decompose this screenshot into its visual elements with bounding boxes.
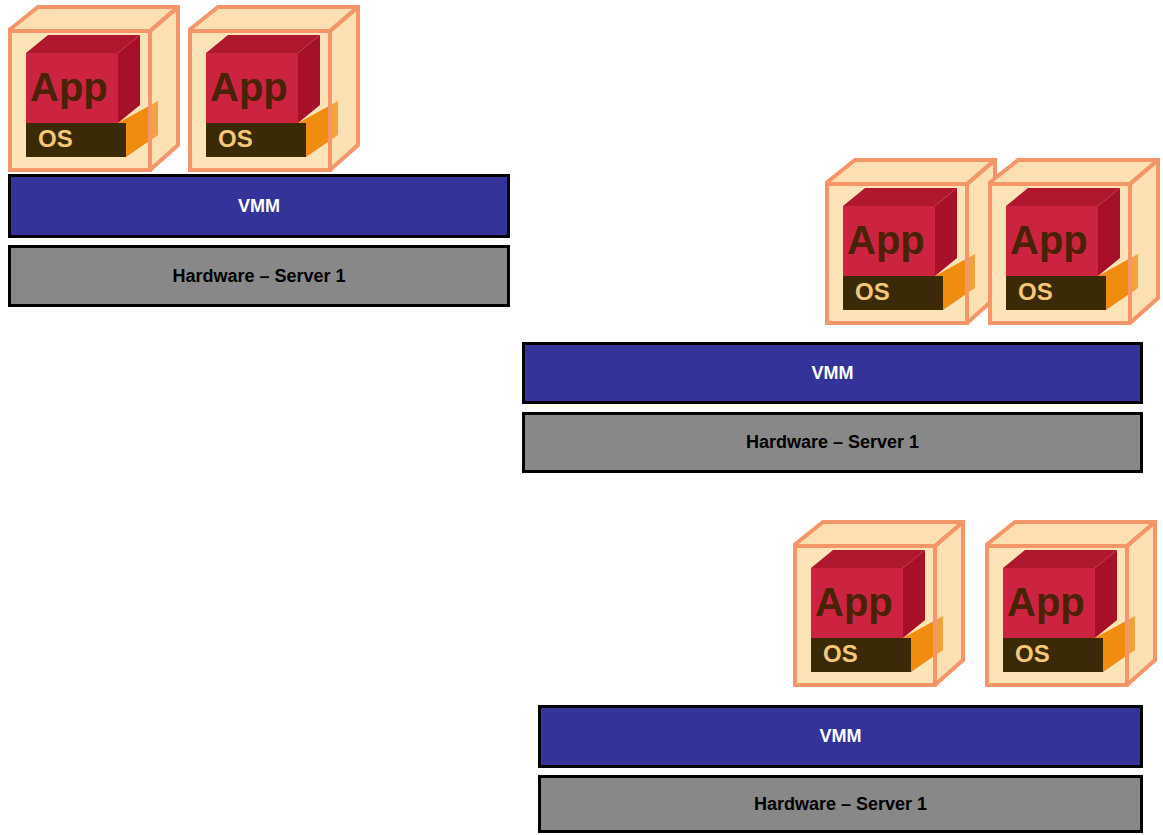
app-label: App: [30, 65, 108, 110]
virtual-machine: AppOS: [8, 5, 180, 172]
layer-label: VMM: [238, 196, 280, 217]
layer-label: Hardware – Server 1: [746, 432, 919, 453]
virtual-machine: AppOS: [188, 5, 360, 172]
app-label: App: [815, 580, 893, 625]
layer-label: VMM: [820, 726, 862, 747]
hardware-layer: Hardware – Server 1: [8, 245, 510, 307]
layer-label: Hardware – Server 1: [172, 266, 345, 287]
hardware-layer: Hardware – Server 1: [538, 775, 1143, 833]
os-label: OS: [218, 125, 253, 153]
vmm-layer: VMM: [538, 705, 1143, 768]
os-label: OS: [855, 278, 890, 306]
app-label: App: [1007, 580, 1085, 625]
app-label: App: [1010, 218, 1088, 263]
os-label: OS: [1015, 640, 1050, 668]
layer-label: Hardware – Server 1: [754, 794, 927, 815]
virtual-machine: AppOS: [988, 158, 1160, 325]
app-label: App: [847, 218, 925, 263]
vmm-layer: VMM: [8, 174, 510, 238]
vmm-layer: VMM: [522, 342, 1143, 404]
os-label: OS: [1018, 278, 1053, 306]
virtual-machine: AppOS: [985, 520, 1157, 687]
hardware-layer: Hardware – Server 1: [522, 412, 1143, 473]
virtual-machine: AppOS: [793, 520, 965, 687]
app-label: App: [210, 65, 288, 110]
virtual-machine: AppOS: [825, 158, 997, 325]
layer-label: VMM: [812, 363, 854, 384]
os-label: OS: [823, 640, 858, 668]
os-label: OS: [38, 125, 73, 153]
